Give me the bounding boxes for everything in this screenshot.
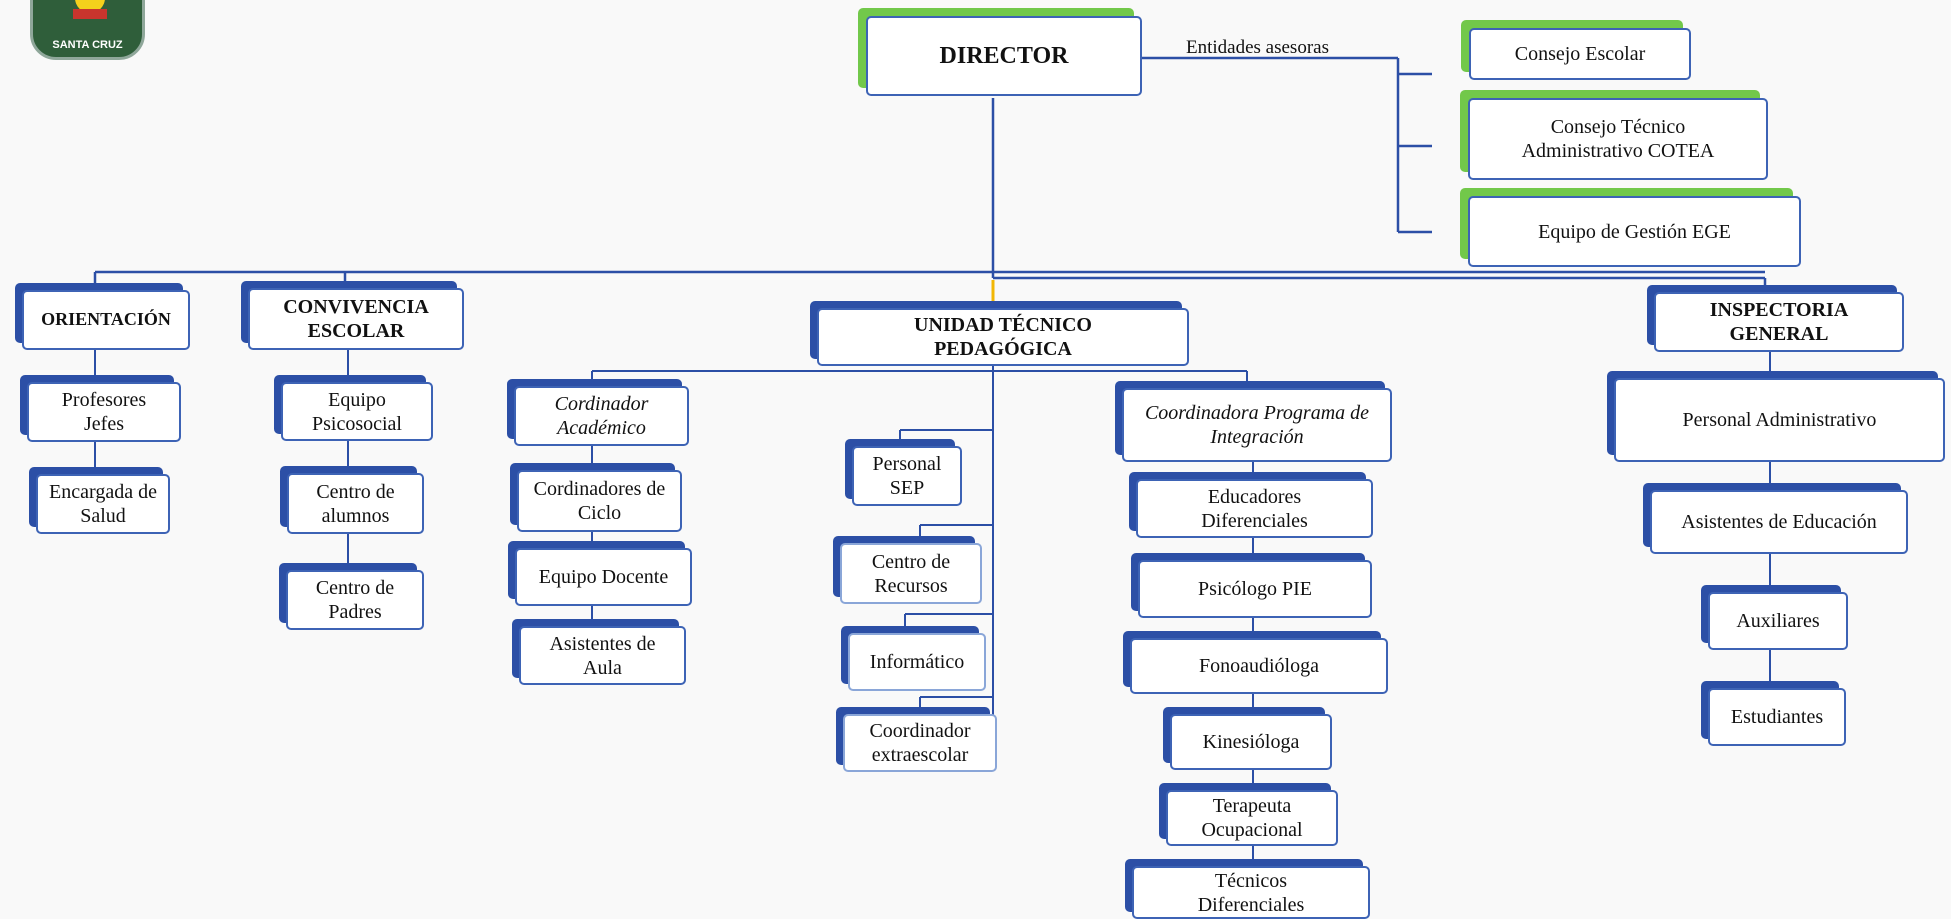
central-item-label: Centro de Recursos — [871, 550, 951, 597]
academico-item: Equipo Docente — [515, 548, 692, 606]
advisory-consejo-escolar: Consejo Escolar — [1469, 28, 1691, 80]
pie-title: Coordinadora Programa de Integración — [1144, 402, 1370, 448]
inspectoria-item-label: Auxiliares — [1736, 610, 1820, 632]
convivencia-item-label: Centro de alumnos — [316, 480, 395, 527]
academico-coordinator-box: Cordinador Académico — [514, 386, 689, 446]
convivencia-item: Equipo Psicosocial — [281, 382, 433, 441]
pie-item-label: Educadores Diferenciales — [1201, 485, 1308, 532]
central-item-label: Personal SEP — [872, 453, 942, 499]
inspectoria-box: INSPECTORIA GENERAL — [1654, 292, 1904, 352]
pie-coordinator-box: Coordinadora Programa de Integración — [1122, 388, 1392, 462]
inspectoria-title: INSPECTORIA GENERAL — [1709, 299, 1849, 345]
pie-item-label: Técnicos Diferenciales — [1197, 869, 1305, 916]
pie-item-label: Fonoaudióloga — [1199, 655, 1319, 677]
utp-box: UNIDAD TÉCNICO PEDAGÓGICA — [817, 308, 1189, 366]
inspectoria-item-label: Asistentes de Educación — [1681, 511, 1877, 533]
academico-item-label: Asistentes de Aula — [549, 632, 656, 679]
advisory-label: Entidades asesoras — [1186, 37, 1329, 58]
inspectoria-item: Estudiantes — [1708, 688, 1846, 746]
convivencia-item-label: Equipo Psicosocial — [312, 388, 402, 435]
director-box: DIRECTOR — [866, 16, 1142, 96]
advisory-ege: Equipo de Gestión EGE — [1468, 196, 1801, 267]
advisory-item-label: Equipo de Gestión EGE — [1538, 220, 1731, 243]
school-logo: SANTA CRUZ — [30, 0, 145, 60]
central-item: Coordinador extraescolar — [843, 714, 997, 772]
academico-item: Asistentes de Aula — [519, 626, 686, 685]
advisory-item-label: Consejo Escolar — [1514, 43, 1646, 65]
pie-item: Educadores Diferenciales — [1136, 479, 1373, 538]
inspectoria-item-label: Personal Administrativo — [1682, 409, 1877, 431]
inspectoria-item: Personal Administrativo — [1614, 378, 1945, 462]
orientacion-title: ORIENTACIÓN — [41, 309, 171, 330]
inspectoria-item-label: Estudiantes — [1730, 706, 1824, 728]
pie-item: Terapeuta Ocupacional — [1166, 790, 1338, 846]
academico-item-label: Cordinadores de Ciclo — [533, 478, 666, 524]
orientacion-item-label: Profesores Jefes — [61, 389, 147, 435]
inspectoria-item: Auxiliares — [1708, 592, 1848, 650]
orientacion-item-label: Encargada de Salud — [49, 481, 157, 527]
convivencia-item: Centro de Padres — [286, 570, 424, 630]
convivencia-title: CONVIVENCIA ESCOLAR — [283, 296, 429, 342]
pie-item: Técnicos Diferenciales — [1132, 866, 1370, 919]
pie-item-label: Kinesióloga — [1202, 731, 1300, 753]
academico-item-label: Equipo Docente — [538, 566, 669, 588]
inspectoria-item: Asistentes de Educación — [1650, 490, 1908, 554]
pie-item-label: Terapeuta Ocupacional — [1201, 795, 1303, 841]
orientacion-item: Encargada de Salud — [36, 474, 170, 534]
pie-item: Fonoaudióloga — [1130, 638, 1388, 694]
director-label: DIRECTOR — [939, 42, 1069, 69]
utp-title: UNIDAD TÉCNICO PEDAGÓGICA — [914, 314, 1092, 360]
central-item-label: Informático — [869, 651, 965, 673]
convivencia-item-label: Centro de Padres — [315, 577, 395, 623]
pie-item-label: Psicólogo PIE — [1198, 578, 1312, 600]
convivencia-item: Centro de alumnos — [287, 473, 424, 534]
academico-item: Cordinadores de Ciclo — [517, 470, 682, 532]
orientacion-box: ORIENTACIÓN — [22, 290, 190, 350]
pie-item: Psicólogo PIE — [1138, 560, 1372, 618]
advisory-cotea: Consejo Técnico Administrativo COTEA — [1468, 98, 1768, 180]
central-item-label: Coordinador extraescolar — [869, 720, 971, 766]
central-item: Informático — [848, 633, 986, 691]
academico-title: Cordinador Académico — [554, 393, 649, 439]
pie-item: Kinesióloga — [1170, 714, 1332, 770]
convivencia-box: CONVIVENCIA ESCOLAR — [248, 288, 464, 350]
logo-text: SANTA CRUZ — [52, 39, 123, 51]
central-item: Centro de Recursos — [840, 543, 982, 604]
orientacion-item: Profesores Jefes — [27, 382, 181, 442]
advisory-item-label: Consejo Técnico Administrativo COTEA — [1521, 116, 1715, 162]
central-item: Personal SEP — [852, 446, 962, 506]
